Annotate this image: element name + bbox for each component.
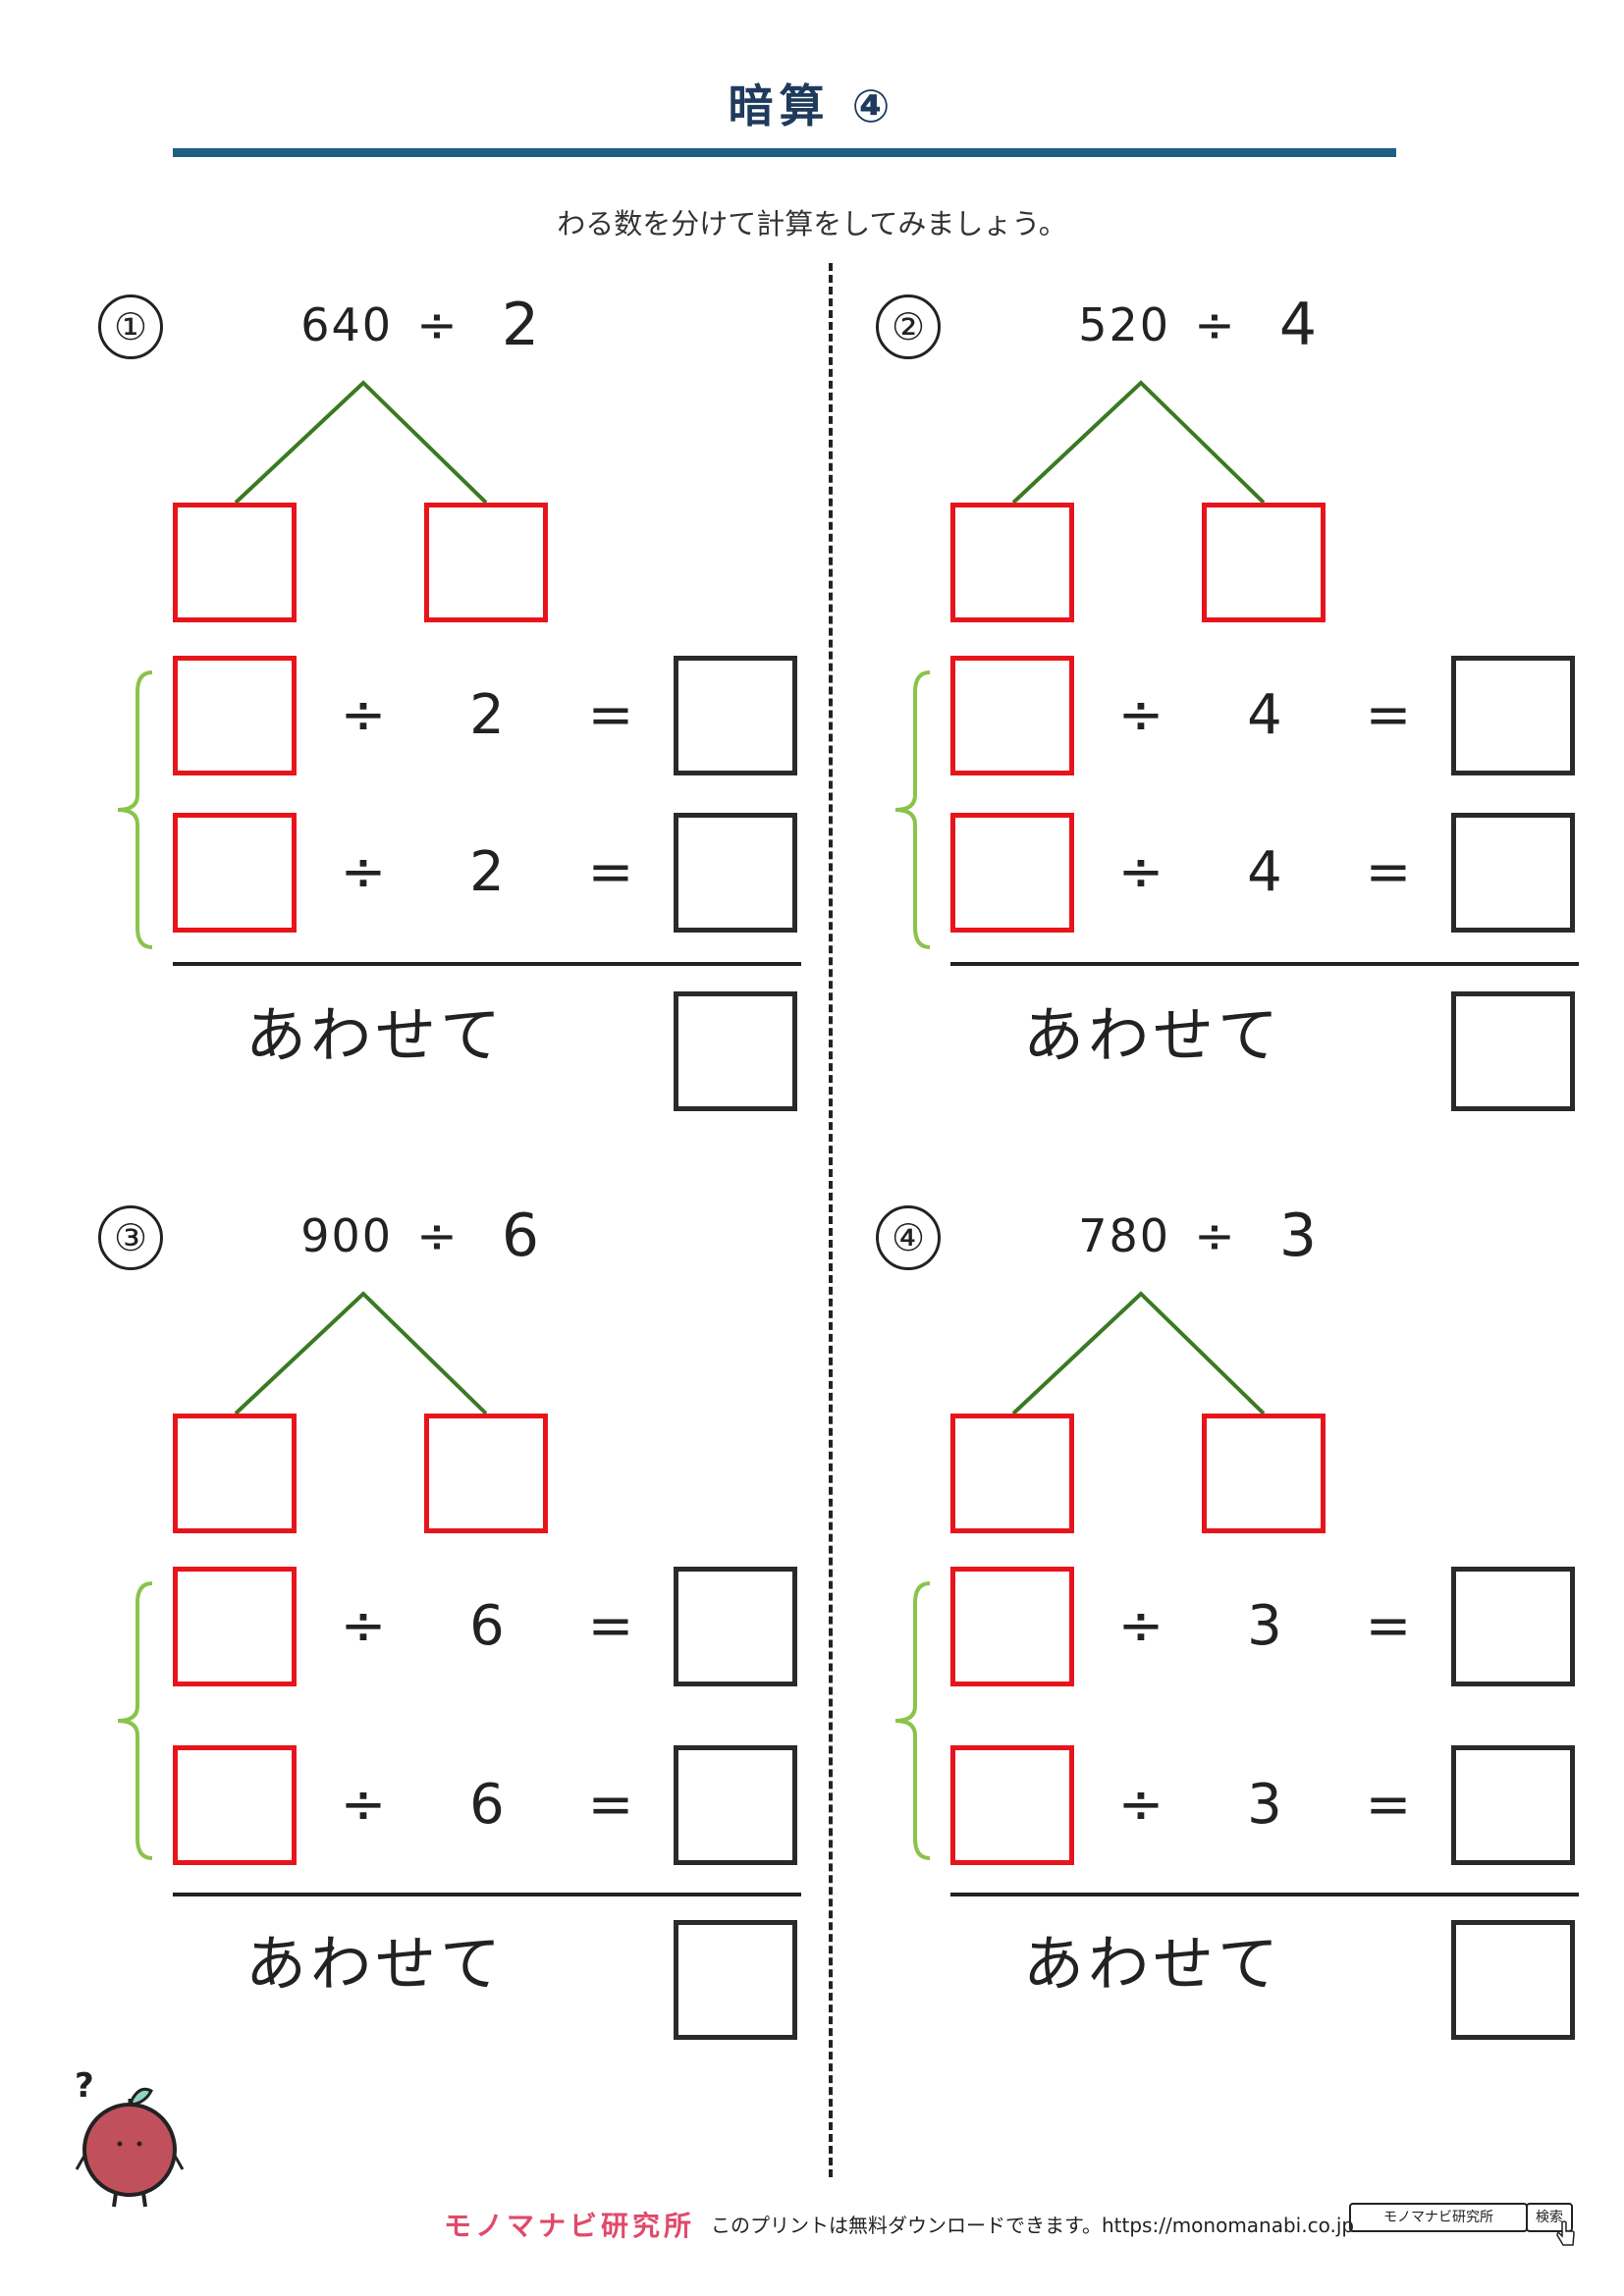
divisor: 2: [501, 291, 540, 359]
problem-1: ① 640 ÷ 2 ÷ 2 = ÷ 2 = あわせて: [79, 285, 864, 1168]
equals-sign: =: [1365, 1773, 1412, 1837]
partial-answer-box-2[interactable]: [674, 813, 797, 933]
split-tree-lines: [117, 380, 488, 949]
center-dashed-divider: [829, 263, 833, 2177]
divide-sign: ÷: [416, 1207, 458, 1264]
total-answer-box[interactable]: [1451, 1920, 1575, 2040]
divisor: 6: [469, 1773, 505, 1837]
split-box-left[interactable]: [173, 1414, 297, 1533]
split-box-left[interactable]: [173, 503, 297, 622]
equals-sign: =: [587, 1594, 634, 1658]
sum-line: [950, 962, 1579, 966]
split-tree-lines: [894, 1291, 1266, 1860]
equals-sign: =: [1365, 683, 1412, 747]
divisor: 3: [1278, 1201, 1318, 1270]
divisor: 6: [469, 1594, 505, 1658]
sum-line: [173, 1893, 801, 1896]
problem-number: ③: [98, 1205, 163, 1270]
apple-mascot-icon: ?: [75, 2066, 185, 2208]
sum-line: [950, 1893, 1579, 1896]
problem-number: ④: [876, 1205, 941, 1270]
footer-logo[interactable]: モノマナビ研究所: [444, 2205, 695, 2244]
divisor: 4: [1278, 291, 1318, 359]
footer-search-field[interactable]: モノマナビ研究所: [1349, 2203, 1528, 2232]
partial-answer-box-1[interactable]: [674, 1567, 797, 1686]
split-box-right[interactable]: [424, 503, 548, 622]
divide-sign: ÷: [416, 296, 458, 353]
sum-label: あわせて: [1023, 999, 1283, 1071]
divide-sign: ÷: [1117, 683, 1164, 747]
footer-download-text: このプリントは無料ダウンロードできます。https://monomanabi.c…: [711, 2214, 1355, 2237]
divide-sign: ÷: [1117, 840, 1164, 904]
split-box-right[interactable]: [1202, 503, 1326, 622]
total-answer-box[interactable]: [674, 991, 797, 1111]
partial-dividend-box-1[interactable]: [173, 1567, 297, 1686]
divide-sign: ÷: [1117, 1594, 1164, 1658]
partial-answer-box-1[interactable]: [674, 656, 797, 775]
problem-2: ② 520 ÷ 4 ÷ 4 = ÷ 4 = あわせて: [856, 285, 1624, 1168]
hand-cursor-icon: [1556, 2220, 1575, 2246]
dividend: 900: [300, 1209, 393, 1262]
partial-answer-box-2[interactable]: [674, 1745, 797, 1865]
problem-4: ④ 780 ÷ 3 ÷ 3 = ÷ 3 = あわせて: [856, 1196, 1624, 2079]
equals-sign: =: [587, 1773, 634, 1837]
partial-dividend-box-2[interactable]: [173, 813, 297, 933]
equals-sign: =: [1365, 1594, 1412, 1658]
divisor: 4: [1247, 840, 1282, 904]
partial-answer-box-1[interactable]: [1451, 1567, 1575, 1686]
split-box-right[interactable]: [424, 1414, 548, 1533]
divide-sign: ÷: [340, 683, 387, 747]
divide-sign: ÷: [1117, 1773, 1164, 1837]
divisor: 4: [1247, 683, 1282, 747]
question-mark-icon: ?: [75, 2066, 94, 2106]
divisor: 3: [1247, 1594, 1282, 1658]
split-box-left[interactable]: [950, 503, 1074, 622]
partial-dividend-box-2[interactable]: [950, 1745, 1074, 1865]
split-box-right[interactable]: [1202, 1414, 1326, 1533]
equals-sign: =: [1365, 840, 1412, 904]
page-title: 暗算 ④: [728, 80, 896, 133]
sum-line: [173, 962, 801, 966]
divisor: 2: [469, 683, 505, 747]
problem-number: ②: [876, 294, 941, 359]
sum-label: あわせて: [245, 1928, 506, 2000]
footer-search-button[interactable]: 検索: [1526, 2203, 1573, 2232]
partial-answer-box-2[interactable]: [1451, 813, 1575, 933]
partial-answer-box-2[interactable]: [1451, 1745, 1575, 1865]
equals-sign: =: [587, 840, 634, 904]
problem-number: ①: [98, 294, 163, 359]
dividend: 640: [300, 298, 393, 351]
dividend: 520: [1078, 298, 1170, 351]
partial-dividend-box-2[interactable]: [950, 813, 1074, 933]
split-tree-lines: [117, 1291, 488, 1860]
partial-dividend-box-1[interactable]: [950, 1567, 1074, 1686]
total-answer-box[interactable]: [1451, 991, 1575, 1111]
equals-sign: =: [587, 683, 634, 747]
divide-sign: ÷: [340, 840, 387, 904]
partial-answer-box-1[interactable]: [1451, 656, 1575, 775]
instruction-text: わる数を分けて計算をしてみましょう。: [557, 207, 1067, 240]
title-underline: [173, 148, 1396, 157]
sum-label: あわせて: [245, 999, 506, 1071]
partial-dividend-box-1[interactable]: [950, 656, 1074, 775]
partial-dividend-box-1[interactable]: [173, 656, 297, 775]
total-answer-box[interactable]: [674, 1920, 797, 2040]
dividend: 780: [1078, 1209, 1170, 1262]
sum-label: あわせて: [1023, 1928, 1283, 2000]
split-tree-lines: [894, 380, 1266, 949]
divisor: 2: [469, 840, 505, 904]
divisor: 3: [1247, 1773, 1282, 1837]
split-box-left[interactable]: [950, 1414, 1074, 1533]
logo-text: モノマナビ研究所: [444, 2210, 696, 2242]
divide-sign: ÷: [1194, 1207, 1235, 1264]
divisor: 6: [501, 1201, 540, 1270]
partial-dividend-box-2[interactable]: [173, 1745, 297, 1865]
divide-sign: ÷: [340, 1594, 387, 1658]
divide-sign: ÷: [340, 1773, 387, 1837]
divide-sign: ÷: [1194, 296, 1235, 353]
problem-3: ③ 900 ÷ 6 ÷ 6 = ÷ 6 = あわせて: [79, 1196, 864, 2079]
